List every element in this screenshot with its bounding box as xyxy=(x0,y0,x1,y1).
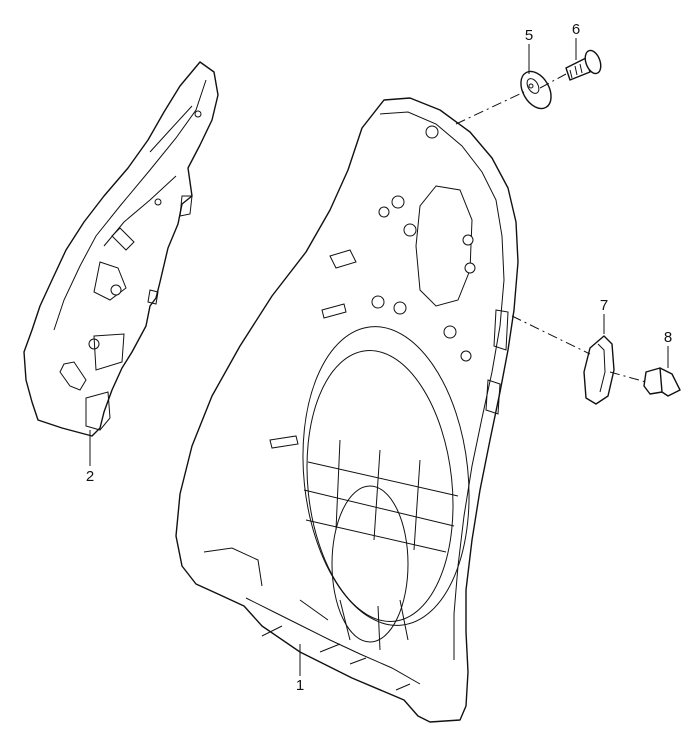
callout-6: 6 xyxy=(572,21,580,38)
part-6-screw xyxy=(565,49,602,81)
callout-7: 7 xyxy=(600,297,608,314)
part-2-side-trim-panel xyxy=(23,61,219,437)
callout-2: 2 xyxy=(86,468,94,485)
part-5-washer xyxy=(520,70,552,110)
assembly-line-side xyxy=(511,315,647,383)
part-7-cap xyxy=(583,335,615,405)
callout-5: 5 xyxy=(525,27,533,44)
part-8-clip xyxy=(643,367,681,397)
part-1-backrest-shell xyxy=(175,97,519,723)
callout-8: 8 xyxy=(664,329,672,346)
callout-1: 1 xyxy=(296,677,304,694)
assembly-line-top xyxy=(455,73,567,125)
